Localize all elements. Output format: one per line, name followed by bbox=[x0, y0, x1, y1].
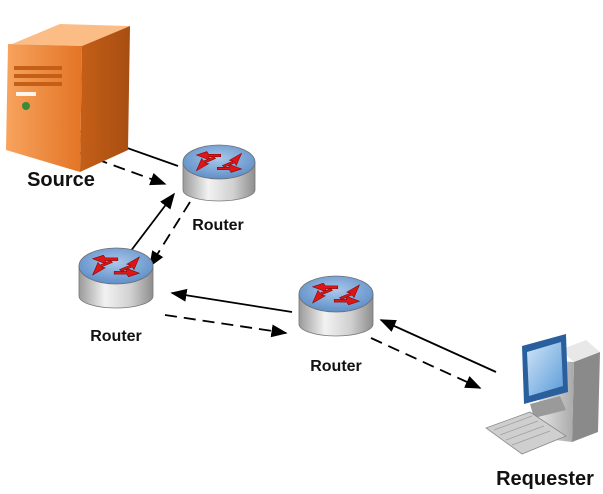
source-server-icon bbox=[6, 24, 130, 172]
router-right-icon bbox=[298, 275, 374, 337]
link-requester-to-router-right bbox=[379, 319, 497, 373]
connections bbox=[59, 124, 497, 389]
link-router-right-to-router-left bbox=[170, 288, 293, 313]
link-router-left-to-router-right bbox=[164, 314, 288, 338]
requester-label: Requester bbox=[496, 468, 594, 490]
router-top-label: Router bbox=[192, 217, 244, 234]
router-top-icon bbox=[182, 144, 256, 202]
router-left-label: Router bbox=[90, 328, 142, 345]
source-label: Source bbox=[27, 169, 95, 191]
link-router-left-to-router-top bbox=[129, 192, 175, 253]
requester-computer-icon bbox=[485, 334, 600, 455]
router-left-icon bbox=[78, 247, 154, 309]
router-right-label: Router bbox=[310, 358, 362, 375]
link-router-top-to-router-left bbox=[149, 201, 191, 268]
link-router-right-to-requester bbox=[370, 337, 482, 389]
